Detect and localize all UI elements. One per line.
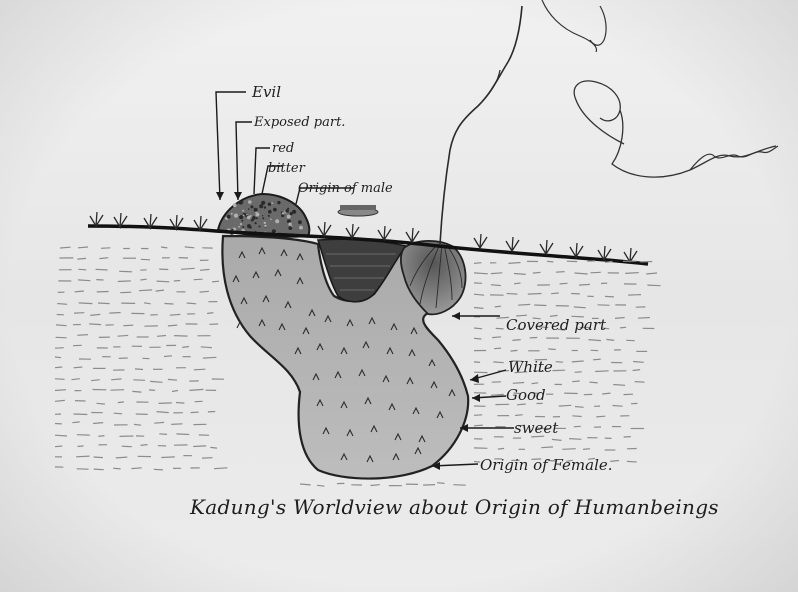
- label-origin-of-female: Origin of Female.: [480, 456, 613, 474]
- label-covered-part: Covered part: [506, 316, 607, 334]
- label-exposed-part: Exposed part.: [253, 115, 345, 130]
- label-sweet: sweet: [514, 419, 559, 437]
- small-object: [338, 205, 378, 216]
- label-bitter: bitter: [268, 161, 306, 176]
- label-red: red: [272, 141, 294, 156]
- caption: Kadung's Worldview about Origin of Human…: [189, 495, 719, 519]
- label-evil: Evil: [251, 83, 281, 101]
- label-white: White: [508, 358, 553, 376]
- label-good: Good: [506, 386, 546, 404]
- label-origin-of-male: Origin of male: [298, 181, 393, 196]
